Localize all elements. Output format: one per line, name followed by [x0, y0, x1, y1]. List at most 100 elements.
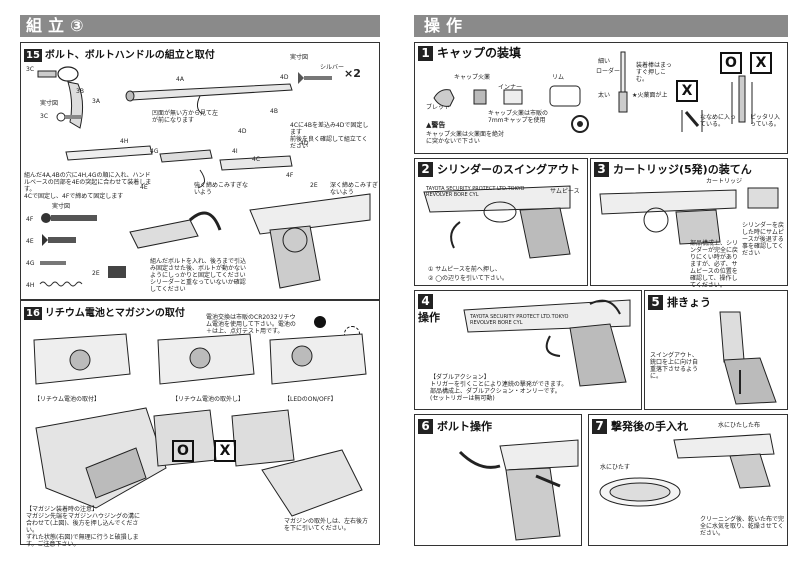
magazine-install-illustration [35, 407, 167, 509]
side-piece-label: サムピース [550, 188, 580, 195]
note-assembly: 組んだ4A,4Bの穴に4H,4Gの順に入れ、ハンドルベースの凹部を4Eの突起に合… [24, 172, 152, 200]
magazine-caution-note: マガジン先端をマガジンハウジングの溝に合わせて(上図)、後方を押し込んでください… [26, 513, 141, 548]
note-4a: 凹面が無い方から見て左が前になります [152, 110, 219, 124]
water-bowl-illustration [599, 477, 681, 507]
swing-step-2: ② ◯の辺りを引いて下さい。 [428, 275, 508, 282]
section-3-title-text: カートリッジ(5発)の装てん [613, 163, 752, 176]
cylinder-return-note: シリンダーを戻した時にサムピースが後退する事を確認してください [742, 222, 785, 257]
section-16-number: 16 [24, 307, 42, 320]
engraving-text: TAYOTA SECURITY PROTECT LTD.TOKYO REVOLV… [426, 186, 525, 198]
swing-step-2-text: の辺りを引いて下さい。 [442, 275, 508, 282]
screw-4h-label: 4H [26, 282, 35, 289]
part-4i-label: 4I [232, 148, 238, 155]
ng-symbol-icon-2: X [750, 52, 772, 74]
ng-symbol-icon: X [676, 80, 698, 102]
battery-remove-illustration [157, 333, 255, 385]
swing-step-1: ① サムピースを前へ押し、 [428, 266, 501, 273]
ng-note: ななめに入っている。 [700, 114, 737, 128]
screw-4g-label: 4G [26, 260, 35, 267]
section-7-title-text: 撃発後の手入れ [611, 420, 688, 433]
warning-title-text: 警告 [431, 121, 446, 129]
cleaning-gun-illustration [673, 433, 775, 489]
swing-step-1-text: サムピースを前へ押し、 [435, 266, 501, 273]
part-3c-small-label: 3C [40, 113, 49, 120]
screw-2e-label: 2E [92, 270, 100, 277]
section-7-number: 7 [592, 419, 607, 434]
part-2e-label: 2E [310, 182, 318, 189]
ejection-note: スイングアウト、銃口を上に向け自重落下させるように。 [650, 352, 699, 380]
note-2e: 深く締めこみすぎないよう [330, 182, 379, 196]
washer-label: シルバー [320, 64, 345, 71]
cap-fire-label: キャップ火薬 [454, 74, 491, 81]
section-4-number: 4 [418, 294, 433, 309]
section-4-title-text: 操作 [418, 311, 440, 324]
left-page-header: 組立③ [20, 15, 380, 37]
bullet-label: ブレット [426, 104, 451, 111]
inner-label: インナー [498, 84, 523, 91]
revolver-bolt-illustration [129, 193, 371, 289]
cap-side-note: ★火薬面が上 [632, 92, 668, 99]
note-4c: 4Cに4Bを差込み4Dで固定します 前後を良く確認して組立てください [290, 122, 369, 150]
loader-note: 装着棒はまっすぐ押しこむ。 [636, 62, 672, 83]
section-4-title: 4 操作 [418, 294, 440, 325]
section-1-title-text: キャップの装填 [437, 46, 522, 60]
section-15-number: 15 [24, 49, 42, 62]
ejection-illustration [719, 311, 777, 405]
double-action-note: トリガーを引くことにより連続の撃発ができます。 部品構成上、ダブルアクション・オ… [430, 381, 568, 402]
double-action-illustration [463, 299, 631, 387]
thin-label: 細い [598, 58, 611, 65]
section-3-number: 3 [594, 162, 609, 177]
warning-text: キャップ火薬は火薬面を絶対に突かないで下さい [426, 131, 505, 145]
bolt-inner-parts-illustration [65, 145, 293, 189]
part-4d-top-label: 4D [280, 74, 289, 81]
caption-battery-remove: 【リチウム電池の取外し】 [172, 396, 245, 403]
pin-4g-icon [40, 261, 66, 265]
section-16-title-text: リチウム電池とマガジンの取付 [44, 308, 185, 319]
note-bolt: 組んだボルトを入れ、後ろまで引込み固定させた後、ボルトが動かないようにしっかりと… [150, 258, 247, 293]
magazine-remove-note: マガジンの取外しは、左右後方を下に引いてください。 [284, 518, 369, 532]
bolt-tube-illustration [125, 83, 293, 115]
section-1-number: 1 [418, 46, 433, 61]
section-6-title-text: ボルト操作 [437, 420, 492, 433]
screw-4f-icon [41, 213, 97, 223]
caption-battery-install: 【リチウム電池の取付】 [34, 396, 101, 403]
screw-4f-label: 4F [26, 216, 34, 223]
part-4d-label-2: 4D [300, 140, 309, 147]
led-on-icon [314, 316, 326, 328]
loader-tool-illustration [618, 51, 628, 113]
section-3-title: 3 カートリッジ(5発)の装てん [594, 161, 752, 177]
cap-straight-illustration [731, 75, 753, 124]
ng-symbol-icon: X [214, 440, 236, 462]
cylinder-swing-illustration [423, 185, 571, 259]
part-4h-label: 4H [120, 138, 129, 145]
led-switch-illustration [269, 333, 367, 385]
section-5-number: 5 [648, 295, 663, 310]
section-7-title: 7 撃発後の手入れ [592, 418, 688, 434]
rim-label: リム [552, 74, 565, 81]
magazine-remove-illustration [261, 449, 363, 517]
part-3b-label: 3B [76, 88, 84, 95]
actual-size-label-3: 実寸図 [52, 203, 71, 210]
section-15-panel [20, 42, 380, 300]
section-2-number: 2 [418, 162, 433, 177]
section-15-title-text: ボルト、ボルトハンドルの組立と取付 [44, 50, 215, 61]
section-6-number: 6 [418, 419, 433, 434]
water-cloth-label: 水にひたした布 [718, 422, 761, 429]
ok-symbol-icon: O [720, 52, 742, 74]
cylinder-detail-illustration [747, 187, 779, 209]
note-strong: 強く締めこみすぎないよう [194, 182, 249, 196]
cartridge-label: カートリッジ [706, 178, 743, 185]
loader-label: ローダー [596, 68, 621, 75]
quantity-x2: ×2 [344, 67, 361, 80]
actual-size-label-2: 実寸図 [290, 54, 309, 61]
part-4b-label: 4B [270, 108, 278, 115]
part-3a-label: 3A [92, 98, 100, 105]
part-4e-label: 4E [140, 184, 148, 191]
right-page-header: 操作 [414, 15, 788, 37]
part-3c-label: 3C [26, 66, 35, 73]
